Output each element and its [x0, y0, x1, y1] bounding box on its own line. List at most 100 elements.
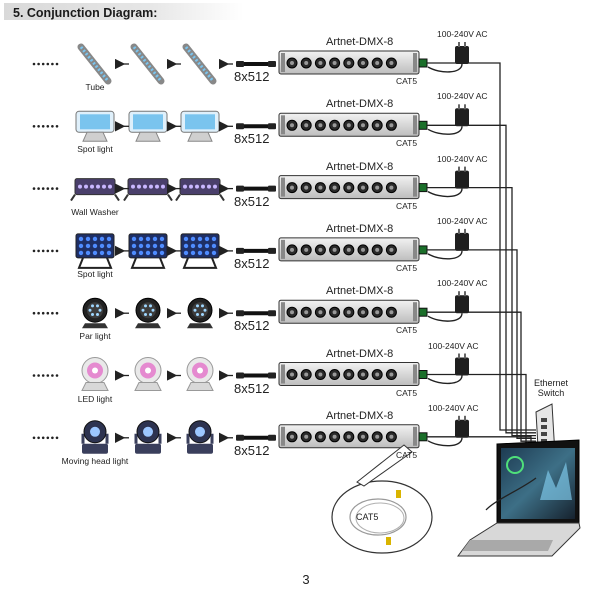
continuation-dot: [41, 249, 45, 253]
rack-ear: [281, 53, 285, 72]
dmx-port-pin: [318, 61, 323, 65]
section-title: 5. Conjunction Diagram:: [13, 6, 158, 20]
continuation-dot: [37, 311, 40, 315]
dmx-plug-icon: [268, 123, 276, 130]
switch-port-icon: [541, 418, 547, 422]
power-voltage-label: 100-240V AC: [428, 340, 479, 351]
power-cable: [427, 188, 463, 198]
continuation-dot: [55, 249, 59, 253]
dmx-port-pin: [318, 185, 323, 190]
diagram-row-3: [32, 166, 536, 437]
dmx-port-pin: [332, 247, 337, 252]
dmx-port-pin: [346, 61, 351, 65]
dmx-port-pin: [304, 123, 309, 128]
continuation-dots: [32, 62, 59, 66]
power-cable: [427, 126, 463, 135]
cable-coil: [355, 502, 405, 534]
dmx-port-pin: [332, 185, 337, 190]
dmx-plug-icon: [236, 247, 244, 254]
continuation-dot: [51, 125, 54, 128]
dmx-port-pin: [361, 123, 365, 128]
ethernet-port-icon: [418, 245, 428, 255]
spot-fixture-icon: [180, 110, 220, 142]
device-name-label: Artnet-DMX-8: [326, 285, 394, 298]
rack-ear: [413, 364, 417, 384]
continuation-dot: [41, 436, 45, 440]
dmx-plug-icon: [268, 310, 276, 317]
dmx-port-pin: [318, 434, 323, 439]
dmx-port-pin: [361, 185, 365, 190]
dmx-port-pin: [346, 372, 351, 377]
dmx-port-pin: [318, 247, 323, 252]
channel-count-label: 8x512: [234, 69, 270, 84]
dmx-port-pin: [389, 310, 394, 315]
dmx-port-pin: [389, 434, 394, 439]
power-cable: [427, 313, 463, 322]
power-adapter-icon: [427, 228, 469, 260]
dmx-plug-icon: [236, 434, 244, 441]
dmx-port-pin: [361, 434, 365, 439]
tube-fixture-icon: [130, 43, 165, 85]
par-fixture-icon: [82, 297, 108, 329]
dmx-port-pin: [290, 434, 294, 439]
switch-port-icon: [541, 425, 547, 429]
dmx-port-pin: [361, 247, 365, 252]
diagram-row-4: [32, 228, 536, 440]
continuation-dot: [55, 436, 59, 440]
dmx-port-pin: [361, 372, 365, 377]
dmx-port-pin: [304, 61, 309, 65]
dmx-port-pin: [346, 123, 351, 128]
dmx-port-pin: [389, 247, 394, 252]
artnet-dmx-device: [278, 237, 428, 262]
device-name-label: Artnet-DMX-8: [326, 160, 394, 173]
power-cable: [427, 437, 463, 447]
dmx-plug-icon: [268, 61, 276, 67]
continuation-dot: [55, 125, 59, 128]
power-adapter-icon: [427, 166, 469, 198]
power-cable: [427, 375, 463, 385]
fixture-label: LED light: [77, 393, 113, 404]
power-voltage-label: 100-240V AC: [428, 402, 479, 413]
dmx-port-pin: [389, 123, 394, 128]
dmx-plug-icon: [236, 185, 244, 192]
continuation-dot: [37, 62, 40, 66]
dmx-port-pin: [304, 372, 309, 377]
switch-port-icon: [541, 439, 547, 443]
dmx-plug-icon: [268, 185, 276, 192]
cable-coil-icon: [331, 444, 433, 554]
diagram-row-6: [32, 353, 536, 445]
dmx-port-pin: [346, 434, 351, 439]
spot-fixture-icon: [128, 110, 168, 142]
cable-type-label: CAT5: [396, 262, 418, 273]
diagram-row-1: [32, 42, 536, 431]
rack-ear: [413, 53, 417, 72]
power-cable: [427, 63, 463, 73]
continuation-dot: [46, 249, 50, 253]
switch-port-icon: [541, 432, 547, 436]
power-voltage-label: 100-240V AC: [437, 153, 488, 164]
power-adapter-icon: [427, 42, 469, 73]
dmx-port-pin: [290, 247, 294, 252]
dmx-port-pin: [332, 123, 337, 128]
continuation-dot: [55, 374, 59, 377]
device-name-label: Artnet-DMX-8: [326, 98, 394, 111]
power-adapter-icon: [427, 291, 469, 322]
ethernet-port-icon: [418, 432, 428, 442]
continuation-dot: [51, 187, 54, 190]
dmx-port-pin: [332, 434, 337, 439]
continuation-dot: [41, 187, 45, 190]
fixture-label: Par light: [79, 331, 111, 342]
ethernet-port-icon: [418, 120, 428, 130]
ethernet-port-icon: [418, 183, 428, 193]
power-cable: [427, 250, 463, 260]
device-name-label: Artnet-DMX-8: [326, 222, 394, 235]
flood-fixture-icon: [128, 233, 168, 269]
cable-type-label: CAT5: [396, 138, 418, 149]
continuation-dot: [46, 62, 50, 66]
dmx-port-pin: [304, 185, 309, 190]
fixture-label: Spot light: [77, 268, 113, 279]
continuation-dot: [37, 374, 40, 377]
continuation-dot: [51, 62, 54, 66]
diagram-row-5: [32, 291, 536, 442]
